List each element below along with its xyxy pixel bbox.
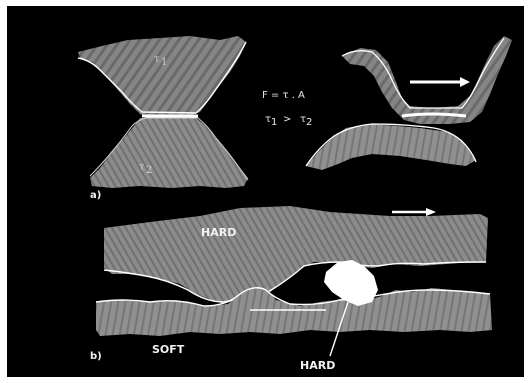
- hard-upper-label: HARD: [201, 226, 236, 239]
- tau-top-symbol: τ: [154, 54, 160, 65]
- panel-b-label: b): [90, 351, 102, 362]
- tau-bottom-subscript: 2: [146, 165, 152, 176]
- formula-tau1-sub: 1: [271, 117, 277, 128]
- hard-particle-label: HARD: [300, 359, 335, 372]
- tau-top-subscript: 1: [161, 57, 167, 68]
- formula-tau2-sub: 2: [306, 117, 312, 128]
- tau-bottom-symbol: τ: [139, 162, 145, 173]
- soft-label: SOFT: [152, 343, 185, 356]
- panel-a-label: a): [90, 190, 101, 201]
- formula-force: F = τ . A: [262, 90, 305, 101]
- formula-greater: >: [283, 114, 291, 125]
